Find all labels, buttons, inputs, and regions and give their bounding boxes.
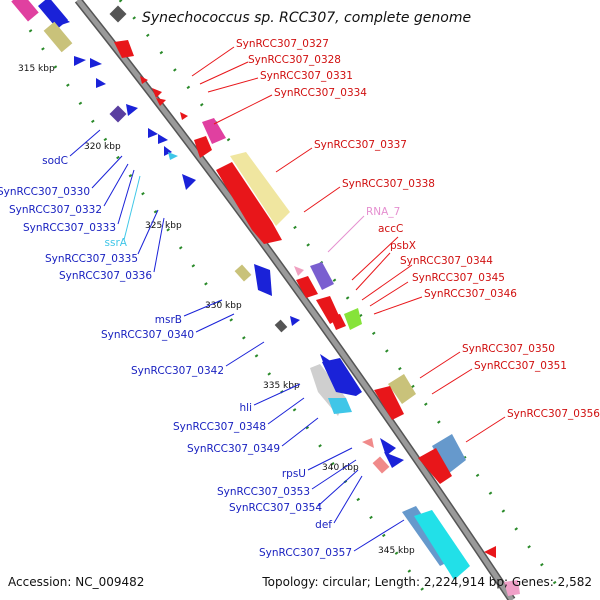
- gene-label: accC: [378, 223, 403, 235]
- gene-label: SynRCC307_0337: [314, 139, 407, 151]
- gene-arrow: [74, 56, 86, 66]
- gene-block: [310, 262, 334, 290]
- gene-block: [388, 374, 416, 404]
- scale-label: 320 kbp: [84, 142, 121, 152]
- gene-label: ssrA: [105, 237, 128, 249]
- gene-arrow: [158, 134, 168, 144]
- gene-block: [372, 456, 390, 474]
- gene-label: SynRCC307_0354: [229, 502, 322, 514]
- gene-label: SynRCC307_0331: [260, 70, 353, 82]
- gene-block: [414, 510, 470, 580]
- gene-arrow: [374, 386, 404, 420]
- accession-text: Accession: NC_009482: [8, 575, 144, 589]
- gene-label: SynRCC307_0335: [45, 253, 138, 265]
- gene-label: hli: [240, 402, 253, 414]
- gene-arrow: [290, 316, 300, 326]
- gene-block: [11, 0, 39, 22]
- forward-leader-lines: [191, 46, 506, 443]
- scale-label: 325 kbp: [145, 221, 182, 231]
- gene-block: [432, 434, 466, 474]
- gene-arrow: [322, 358, 362, 396]
- gene-block: [230, 152, 290, 226]
- gene-block: [344, 308, 362, 330]
- gene-arrow: [96, 78, 106, 88]
- gene-label: SynRCC307_0345: [412, 272, 505, 284]
- gene-arrow: [216, 162, 282, 244]
- gene-label: SynRCC307_0349: [187, 443, 280, 455]
- scale-label: 330 kbp: [205, 301, 242, 311]
- gene-label: sodC: [42, 155, 68, 167]
- gene-label: SynRCC307_0330: [0, 186, 90, 198]
- gene-label: SynRCC307_0336: [59, 270, 152, 282]
- gene-block: [109, 105, 127, 123]
- gene-arrow: [330, 314, 346, 330]
- gene-block: [43, 21, 73, 53]
- gene-arrow: [114, 40, 134, 58]
- gene-block: [202, 118, 226, 144]
- gene-label: SynRCC307_0348: [173, 421, 266, 433]
- gene-block: [274, 319, 288, 333]
- forward-labels: SynRCC307_0327 SynRCC307_0328 SynRCC307_…: [236, 38, 600, 420]
- gene-block: [234, 264, 252, 282]
- gene-block: [504, 580, 520, 596]
- reverse-labels: sodC SynRCC307_0330 SynRCC307_0332 SynRC…: [0, 155, 352, 559]
- gene-label: SynRCC307_0357: [259, 547, 352, 559]
- gene-label: def: [315, 519, 332, 531]
- scale-label: 315 kbp: [18, 64, 55, 74]
- gene-label: SynRCC307_0334: [274, 87, 367, 99]
- gene-label: SynRCC307_0340: [101, 329, 194, 341]
- gene-arrow: [484, 546, 496, 558]
- gene-label: SynRCC307_0356: [507, 408, 600, 420]
- gene-arrow: [296, 276, 318, 298]
- gene-arrow: [254, 264, 272, 296]
- reverse-leader-lines: [69, 129, 405, 552]
- scale-label: 335 kbp: [263, 381, 300, 391]
- gene-label: SynRCC307_0328: [248, 54, 341, 66]
- gene-label: SynRCC307_0342: [131, 365, 224, 377]
- gene-arrow: [152, 88, 162, 98]
- gene-arrow: [294, 266, 304, 276]
- gene-arrow: [180, 112, 188, 120]
- gene-arrow: [194, 136, 212, 158]
- gene-label: msrB: [155, 314, 182, 326]
- ssrA-leader-line: [123, 175, 141, 241]
- gene-arrow: [148, 128, 158, 138]
- gene-label: SynRCC307_0338: [342, 178, 435, 190]
- scale-label: 340 kbp: [322, 463, 359, 473]
- gene-label: rpsU: [282, 468, 306, 480]
- scale-label: 345 kbp: [378, 546, 415, 556]
- gene-arrow: [328, 398, 352, 414]
- gene-arrow: [90, 58, 102, 68]
- gene-arrow: [418, 448, 452, 484]
- gene-label: SynRCC307_0351: [474, 360, 567, 372]
- reverse-strand-genes: [11, 0, 470, 580]
- rna-leader-line: [327, 215, 365, 253]
- forward-strand-genes: [109, 5, 520, 596]
- gene-label: SynRCC307_0346: [424, 288, 517, 300]
- gene-label: SynRCC307_0344: [400, 255, 493, 267]
- gene-arrow: [362, 438, 374, 448]
- gene-label: SynRCC307_0353: [217, 486, 310, 498]
- gene-arrow: [126, 104, 138, 116]
- gene-arrow: [156, 98, 166, 106]
- gene-block: [109, 5, 127, 23]
- backbone: [76, 0, 515, 600]
- genome-title: Synechococcus sp. RCC307, complete genom…: [142, 10, 471, 26]
- gene-arrow: [140, 76, 148, 84]
- gene-arrow: [168, 152, 178, 160]
- gene-arrow: [164, 146, 172, 156]
- scale-labels: 315 kbp 320 kbp 325 kbp 330 kbp 335 kbp …: [18, 64, 415, 556]
- gene-label: SynRCC307_0332: [9, 204, 102, 216]
- gene-arrow: [58, 14, 70, 26]
- topology-text: Topology: circular; Length: 2,224,914 bp…: [261, 575, 592, 589]
- gene-label: SynRCC307_0327: [236, 38, 329, 50]
- gene-label: RNA_7: [366, 206, 400, 218]
- gene-arrow: [384, 452, 404, 468]
- gene-label: SynRCC307_0333: [23, 222, 116, 234]
- gene-arrow: [380, 438, 396, 456]
- gene-label: SynRCC307_0350: [462, 343, 555, 355]
- gene-label: psbX: [390, 240, 416, 252]
- gene-arrow: [182, 174, 196, 190]
